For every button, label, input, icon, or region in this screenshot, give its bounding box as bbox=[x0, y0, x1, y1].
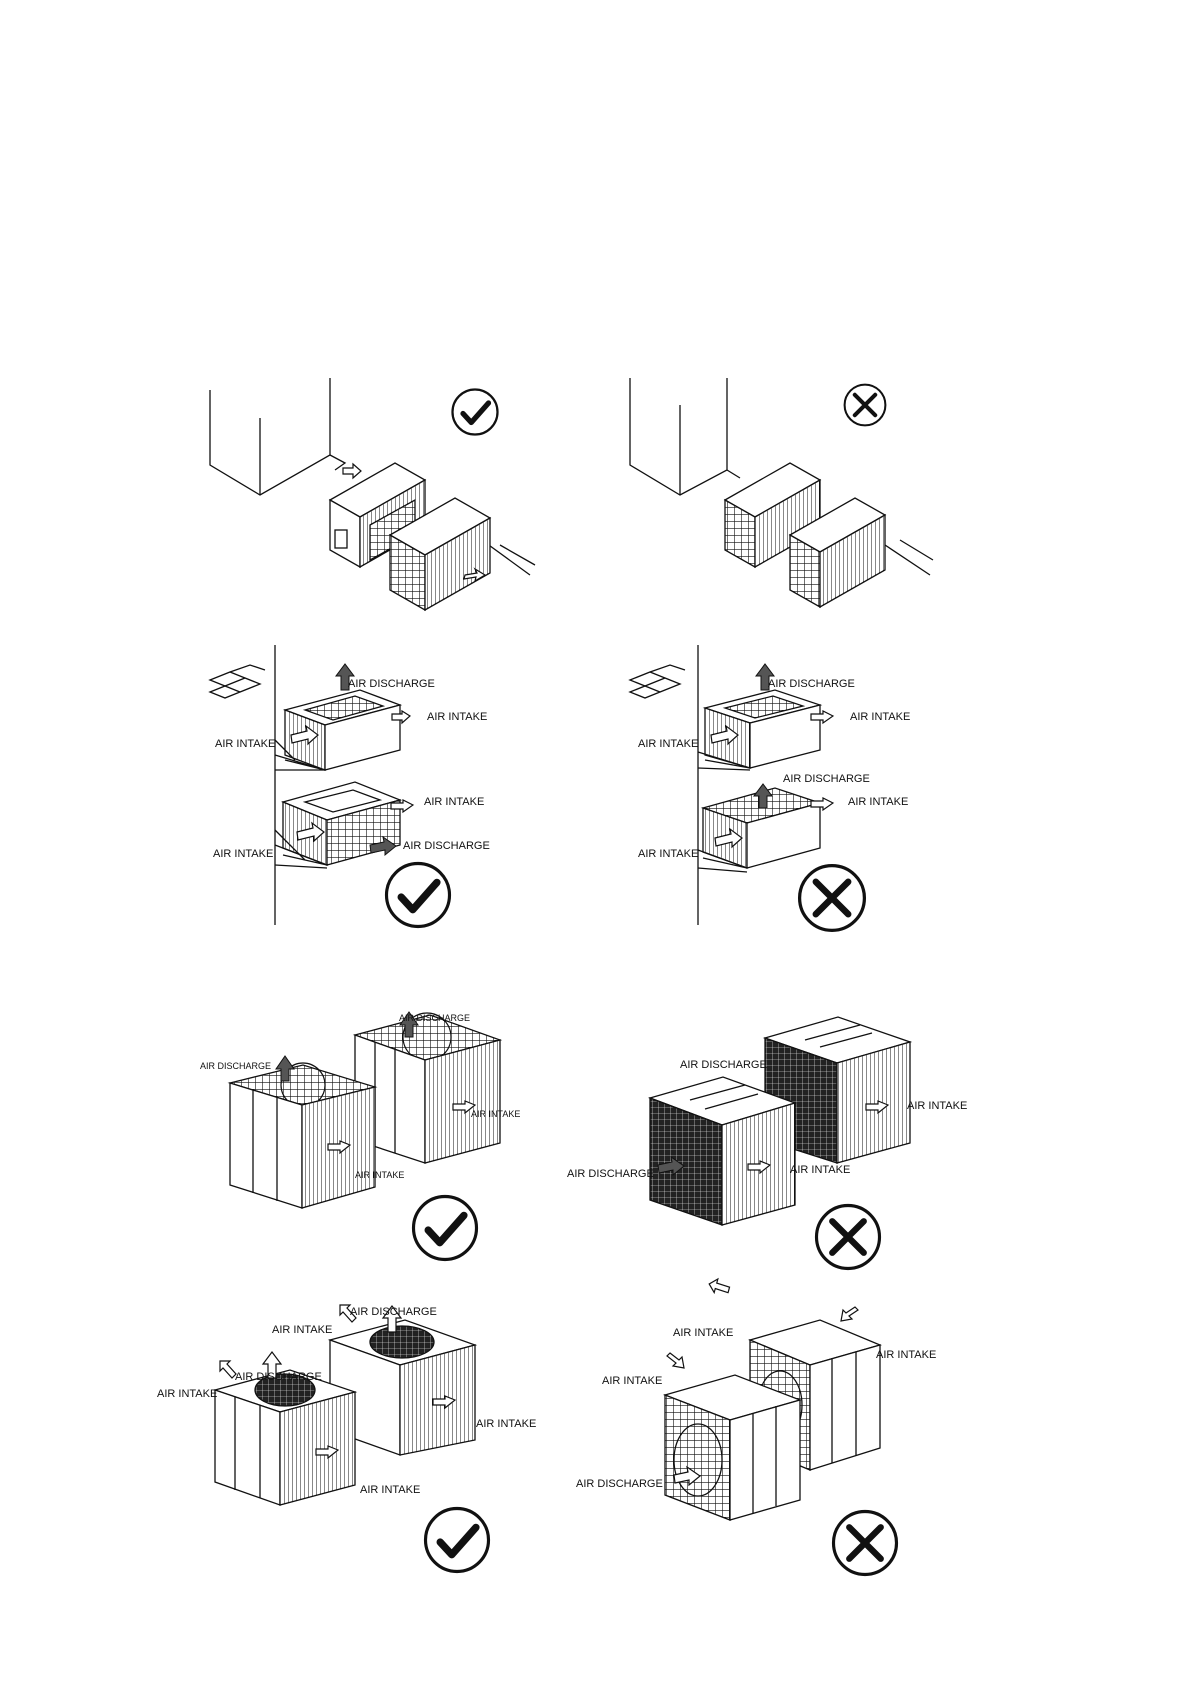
unit-lower bbox=[274, 781, 403, 869]
intake-arrow bbox=[810, 710, 835, 725]
unit-front bbox=[212, 1369, 358, 1506]
intake-arrow bbox=[339, 1304, 357, 1323]
unit-upper bbox=[274, 689, 403, 771]
label-air-discharge: AIR DISCHARGE bbox=[399, 1013, 470, 1023]
discharge-arrow bbox=[399, 1011, 419, 1038]
discharge-arrow bbox=[335, 663, 355, 691]
discharge-arrow bbox=[753, 783, 773, 809]
label-air-discharge: AIR DISCHARGE bbox=[350, 1306, 437, 1318]
unit-back bbox=[327, 1319, 478, 1456]
discharge-arrow bbox=[369, 835, 397, 857]
x-circle-icon bbox=[845, 385, 886, 426]
label-air-discharge: AIR DISCHARGE bbox=[576, 1478, 663, 1490]
label-air-discharge: AIR DISCHARGE bbox=[403, 840, 490, 852]
label-air-intake: AIR INTAKE bbox=[673, 1327, 733, 1339]
panel-top-discharge-units-correct: AIR DISCHARGE AIR DISCHARGE AIR INTAKE A… bbox=[200, 1011, 520, 1290]
check-circle-icon bbox=[453, 390, 498, 435]
panel-wall-mounted-correct: AIR DISCHARGE AIR INTAKE AIR INTAKE AIR … bbox=[208, 645, 490, 940]
outdoor-unit-back bbox=[723, 462, 822, 569]
label-air-intake: AIR INTAKE bbox=[638, 848, 698, 860]
label-air-intake: AIR INTAKE bbox=[424, 796, 484, 808]
label-air-intake: AIR INTAKE bbox=[272, 1324, 332, 1336]
label-air-intake: AIR INTAKE bbox=[848, 796, 908, 808]
label-air-discharge: AIR DISCHARGE bbox=[783, 773, 870, 785]
label-air-intake: AIR INTAKE bbox=[427, 711, 487, 723]
discharge-arrow bbox=[381, 1305, 403, 1333]
label-air-intake: AIR INTAKE bbox=[471, 1109, 520, 1119]
intake-arrow bbox=[666, 1352, 685, 1369]
intake-arrow bbox=[840, 1306, 859, 1322]
x-circle-icon bbox=[800, 866, 865, 931]
unit-front bbox=[647, 1076, 798, 1226]
label-air-intake: AIR INTAKE bbox=[850, 711, 910, 723]
label-air-discharge: AIR DISCHARGE bbox=[348, 678, 435, 690]
unit-front bbox=[662, 1374, 803, 1521]
intake-arrow bbox=[219, 1360, 237, 1379]
label-air-intake: AIR INTAKE bbox=[876, 1349, 936, 1361]
wall-corner bbox=[629, 378, 934, 576]
panel-round-fan-units-correct: AIR DISCHARGE AIR INTAKE AIR DISCHARGE A… bbox=[157, 1304, 536, 1580]
label-air-intake: AIR INTAKE bbox=[790, 1164, 850, 1176]
panel-wall-placement-incorrect bbox=[629, 378, 934, 609]
panel-side-discharge-units-incorrect: AIR DISCHARGE AIR INTAKE AIR DISCHARGE A… bbox=[567, 1016, 967, 1290]
label-air-discharge: AIR DISCHARGE bbox=[768, 678, 855, 690]
label-air-discharge: AIR DISCHARGE bbox=[567, 1168, 654, 1180]
x-circle-icon bbox=[817, 1206, 880, 1269]
label-air-intake: AIR INTAKE bbox=[355, 1170, 404, 1180]
panel-wall-placement-correct bbox=[209, 378, 536, 612]
label-air-intake: AIR INTAKE bbox=[638, 738, 698, 750]
intake-arrow bbox=[390, 799, 415, 814]
check-circle-icon bbox=[414, 1197, 477, 1260]
discharge-arrow bbox=[261, 1351, 283, 1379]
x-circle-icon bbox=[834, 1512, 897, 1575]
unit-front bbox=[227, 1062, 378, 1209]
outdoor-unit-front bbox=[388, 497, 492, 612]
brick-icon bbox=[628, 664, 686, 699]
label-air-discharge: AIR DISCHARGE bbox=[235, 1371, 322, 1383]
label-air-intake: AIR INTAKE bbox=[360, 1484, 420, 1496]
unit-back bbox=[352, 1012, 503, 1164]
intake-arrow bbox=[708, 1277, 731, 1295]
label-air-discharge: AIR DISCHARGE bbox=[680, 1059, 767, 1071]
discharge-arrow bbox=[755, 663, 775, 691]
label-air-intake: AIR INTAKE bbox=[213, 848, 273, 860]
panel-wall-mounted-incorrect: AIR DISCHARGE AIR INTAKE AIR INTAKE AIR … bbox=[628, 645, 910, 940]
check-circle-icon bbox=[426, 1509, 489, 1572]
panel-front-discharge-units-incorrect: AIR INTAKE AIR INTAKE AIR INTAKE AIR DIS… bbox=[576, 1277, 936, 1580]
outdoor-unit-front bbox=[788, 497, 887, 609]
discharge-arrow bbox=[657, 1155, 685, 1177]
label-air-intake: AIR INTAKE bbox=[476, 1418, 536, 1430]
label-air-discharge: AIR DISCHARGE bbox=[200, 1061, 271, 1071]
discharge-arrow bbox=[275, 1055, 295, 1082]
label-air-intake: AIR INTAKE bbox=[215, 738, 275, 750]
intake-arrow bbox=[391, 709, 412, 725]
label-air-intake: AIR INTAKE bbox=[907, 1100, 967, 1112]
intake-arrow bbox=[810, 797, 835, 812]
label-air-intake: AIR INTAKE bbox=[157, 1388, 217, 1400]
brick-icon bbox=[208, 664, 266, 699]
label-air-intake: AIR INTAKE bbox=[602, 1375, 662, 1387]
airflow-arrow bbox=[342, 462, 362, 480]
check-circle-icon bbox=[387, 864, 450, 927]
unit-upper bbox=[697, 689, 823, 771]
